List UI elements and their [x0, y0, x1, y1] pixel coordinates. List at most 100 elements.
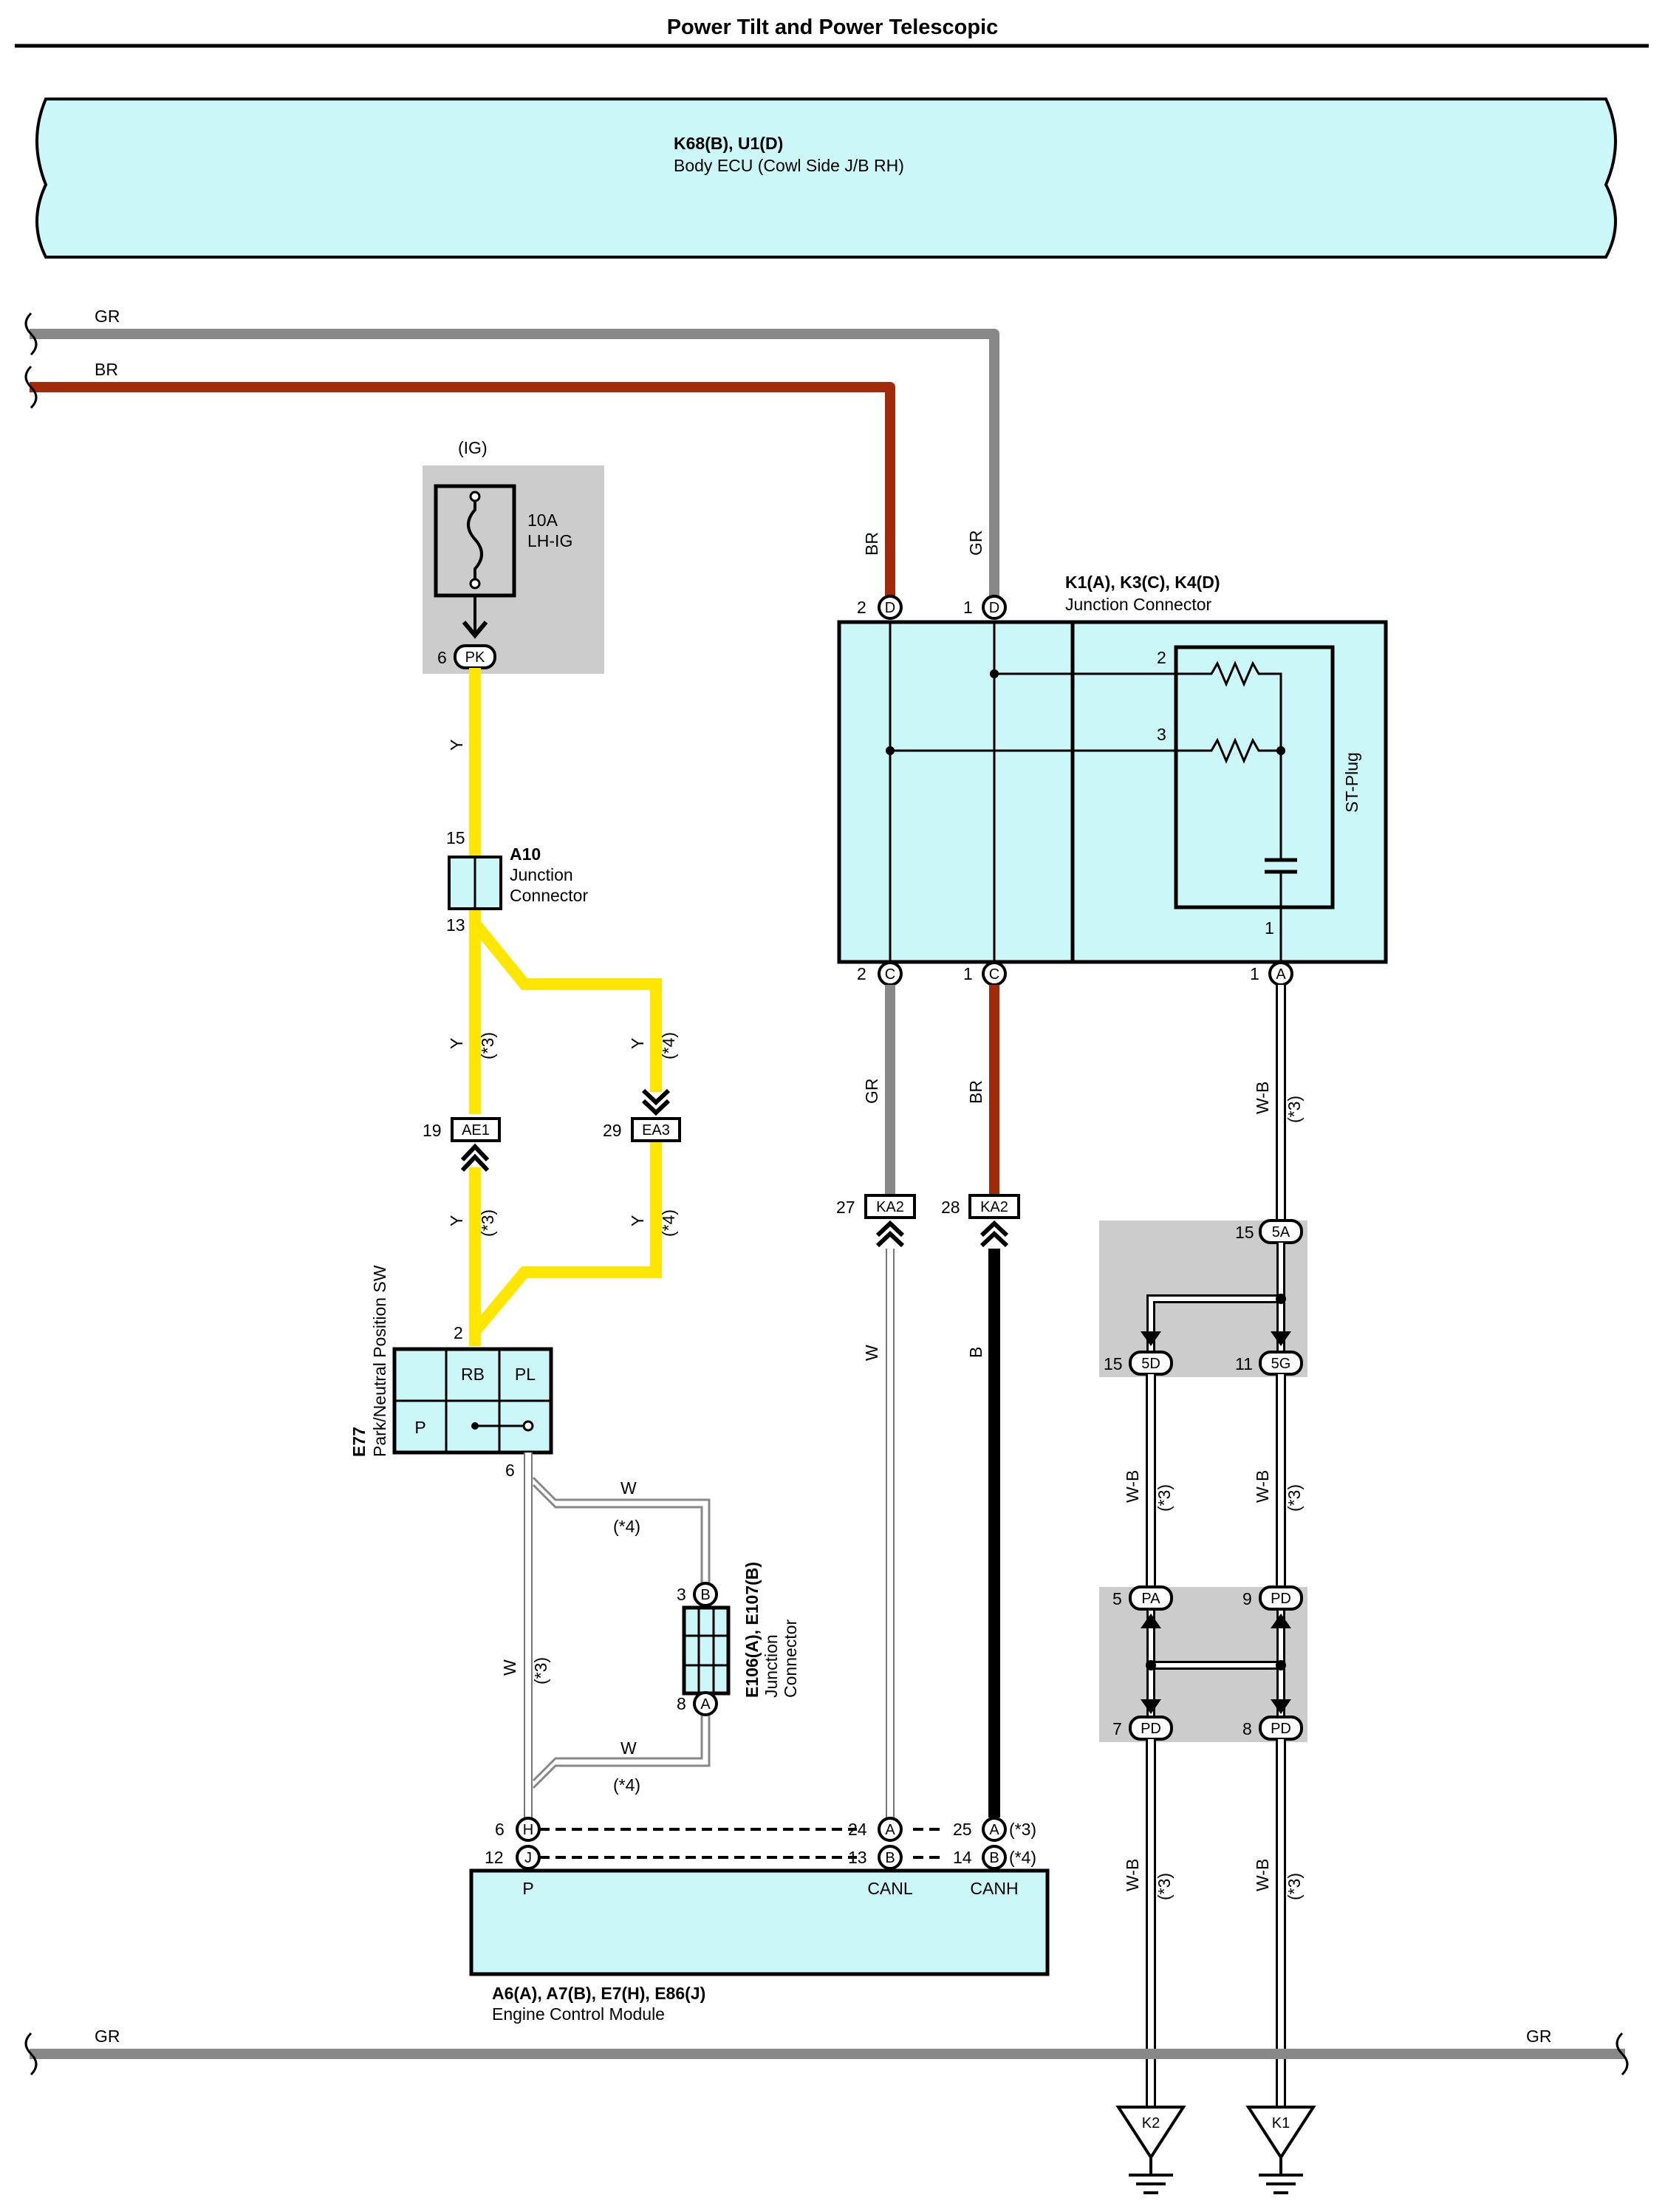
junction-e106: B 3 A 8 E106(A), E107(B) Junction Connec… — [677, 1562, 800, 1716]
jk-d1-pin: 1 — [963, 598, 973, 617]
white-wires-e77 — [524, 1453, 711, 1822]
ecm-b-canh: B — [989, 1850, 999, 1866]
ecm-h: H — [523, 1822, 533, 1838]
label-y5: Y — [628, 1215, 647, 1226]
ka2-left-pin: 27 — [836, 1198, 855, 1217]
conn-pd8-pin: 8 — [1242, 1719, 1252, 1738]
ecm-pins: H 6 J 12 A 24 B 13 A 25 (*3) B 14 (*4) — [485, 1817, 1036, 1870]
conn-pd7: PD — [1141, 1721, 1161, 1737]
body-ecu-name: Body ECU (Cowl Side J/B RH) — [674, 156, 904, 175]
label-gr-bottom-r: GR — [1526, 2027, 1552, 2046]
wire-wb-middle — [1146, 1374, 1286, 1587]
e106-code: E106(A), E107(B) — [742, 1562, 762, 1698]
splice-box-2: PA 5 PD 9 PD 7 PD 8 — [1099, 1585, 1307, 1742]
conn-pd9: PD — [1271, 1591, 1291, 1607]
label-y1: Y — [447, 740, 466, 751]
label-wb-low-l: W-B — [1123, 1859, 1142, 1891]
jk-pin-r2: 2 — [1157, 648, 1166, 667]
label-wb-mid-l: W-B — [1123, 1470, 1142, 1503]
label-w-e77-vert: W — [500, 1659, 519, 1676]
label-y2n: (*3) — [478, 1032, 497, 1059]
ecm-n4: (*4) — [1009, 1848, 1036, 1867]
conn-5g: 5G — [1271, 1356, 1291, 1372]
e106-b: B — [700, 1587, 710, 1603]
ecm-code: A6(A), A7(B), E7(H), E86(J) — [492, 1984, 705, 2003]
ka2-left-label: KA2 — [876, 1199, 904, 1215]
a10-pin-bottom: 13 — [446, 915, 465, 935]
label-n3-wb-upper: (*3) — [1285, 1096, 1304, 1123]
ae1-pin: 19 — [423, 1121, 442, 1140]
conn-ea3: EA3 29 — [603, 1088, 681, 1142]
ecm-b-canl: B — [885, 1850, 895, 1866]
splice-box-1: 5A 15 5D 15 5G 11 — [1099, 1219, 1307, 1377]
yellow-wires — [469, 668, 662, 1346]
ecm-canl: CANL — [867, 1879, 913, 1898]
label-gr-top: GR — [95, 307, 120, 326]
body-ecu-banner: K68(B), U1(D) Body ECU (Cowl Side J/B RH… — [35, 98, 1617, 259]
conn-pd8: PD — [1271, 1721, 1291, 1737]
label-gr-mid: GR — [862, 1079, 881, 1105]
conn-ka2-right: KA2 28 — [941, 1194, 1020, 1248]
ground-k1-label: K1 — [1272, 2115, 1290, 2131]
fuse-source: (IG) — [458, 438, 488, 457]
ecm-n3: (*3) — [1009, 1820, 1036, 1839]
jk-pin-r3: 3 — [1157, 725, 1166, 744]
label-n3-low-r: (*3) — [1285, 1873, 1304, 1900]
conn-pk-label: PK — [465, 649, 485, 666]
label-b-canh: B — [966, 1347, 985, 1358]
ground-k2: K2 — [1115, 2106, 1186, 2194]
e106-a: A — [700, 1696, 711, 1713]
a10-code: A10 — [510, 844, 541, 864]
label-n3-mid-l: (*3) — [1155, 1484, 1174, 1512]
e77-name: Park/Neutral Position SW — [370, 1265, 389, 1457]
conn-ka2-left: KA2 27 — [836, 1194, 916, 1248]
ecm-pin24: 24 — [848, 1820, 867, 1839]
ecm-a-canl: A — [885, 1822, 895, 1838]
ea3-pin: 29 — [603, 1121, 622, 1140]
label-y3n: (*4) — [659, 1032, 678, 1059]
junction-a10: 15 13 A10 Junction Connector — [446, 828, 588, 935]
jk-stplug: ST-Plug — [1342, 752, 1361, 813]
label-n4-e77-top: (*4) — [613, 1517, 640, 1536]
jk-a1-letter: A — [1276, 966, 1286, 983]
conn-5d: 5D — [1141, 1356, 1160, 1372]
jk-code: K1(A), K3(C), K4(D) — [1065, 573, 1220, 592]
label-br-vert: BR — [862, 532, 881, 556]
label-br-mid: BR — [966, 1080, 985, 1104]
ecm-a-canh: A — [989, 1822, 999, 1838]
jk-d1-letter: D — [989, 600, 999, 616]
ae1-label: AE1 — [462, 1122, 490, 1139]
ka2-right-label: KA2 — [980, 1199, 1008, 1215]
conn-5a-pin: 15 — [1235, 1223, 1254, 1242]
e106-name1: Junction — [762, 1634, 781, 1698]
e106-pin8: 8 — [677, 1694, 686, 1713]
ea3-label: EA3 — [642, 1122, 670, 1139]
jk-c2-pin: 2 — [857, 964, 866, 983]
label-y5n: (*4) — [659, 1209, 678, 1237]
wire-br-top — [30, 382, 895, 604]
jk-c1-pin: 1 — [963, 964, 973, 983]
label-n3-e77-vert: (*3) — [531, 1657, 550, 1684]
label-br-top: BR — [95, 360, 118, 379]
label-n4-e77-bot: (*4) — [613, 1775, 640, 1795]
label-gr-bottom-l: GR — [95, 2027, 120, 2046]
a10-name2: Connector — [510, 886, 588, 905]
label-wb-mid-r: W-B — [1253, 1470, 1272, 1503]
label-wb-low-r: W-B — [1253, 1859, 1272, 1891]
label-n3-low-l: (*3) — [1155, 1873, 1174, 1900]
wire-wb-lower — [1146, 1739, 1286, 2107]
label-n3-mid-r: (*3) — [1285, 1484, 1304, 1512]
conn-5a: 5A — [1272, 1224, 1290, 1240]
e106-name2: Connector — [781, 1619, 800, 1698]
ecm-pin6: 6 — [495, 1820, 505, 1839]
jk-c1-letter: C — [989, 966, 999, 983]
break-gr-bottom-r — [1616, 2032, 1629, 2076]
e77-pin2: 2 — [454, 1323, 463, 1342]
label-w-canl: W — [862, 1345, 881, 1361]
conn-pd9-pin: 9 — [1242, 1589, 1252, 1608]
label-w-e77-bot: W — [620, 1738, 637, 1758]
fuse-name: LH-IG — [527, 531, 572, 550]
fuse-block: (IG) 10A LH-IG PK 6 — [423, 438, 604, 674]
label-gr-vert: GR — [966, 530, 985, 556]
